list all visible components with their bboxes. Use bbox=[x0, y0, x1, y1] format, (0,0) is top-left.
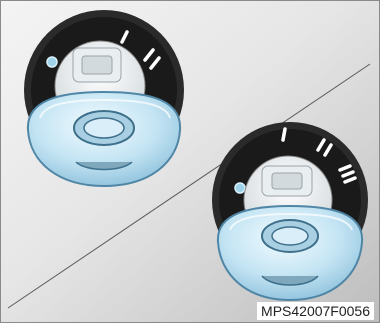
top-position-dot-icon bbox=[47, 57, 57, 67]
figure-code-label: MPS42007F0056 bbox=[257, 302, 374, 320]
bottom-ignition-cylinder-icon bbox=[212, 122, 368, 300]
bottom-position-dot-icon bbox=[235, 183, 245, 193]
top-ignition-cylinder-icon bbox=[24, 10, 184, 186]
